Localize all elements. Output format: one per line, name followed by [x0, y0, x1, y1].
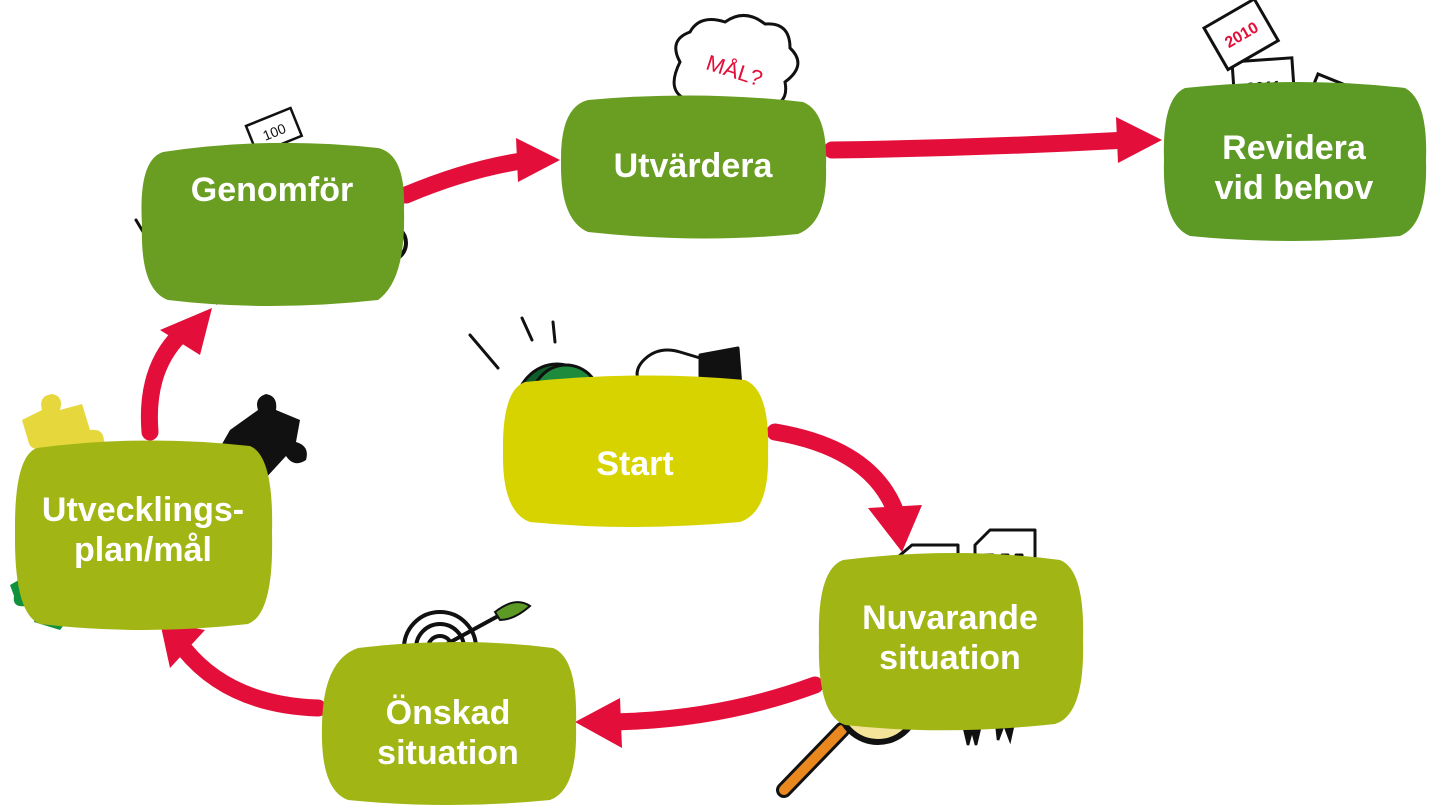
step-utveckling-line-1: Utvecklings-: [41, 491, 245, 529]
arrowhead-genomfor: [160, 308, 212, 355]
step-start: Start: [500, 372, 770, 528]
step-nuvarande: Nuvarande situation: [815, 550, 1085, 732]
arrow-utvardera-to-revidera: [823, 131, 1137, 159]
step-onskad-text: Önskad situation: [377, 693, 519, 773]
arrowhead-utveckling: [160, 622, 205, 668]
arrow-genomfor-to-utvardera: [397, 151, 537, 204]
step-utvardera: Utvärdera: [558, 92, 828, 240]
step-start-label: Start: [596, 445, 674, 483]
step-onskad-shape: [321, 642, 577, 805]
step-nuvarande-line-1: Nuvarande: [862, 599, 1038, 637]
step-onskad: Önskad situation: [318, 640, 578, 806]
step-onskad-line-1: Önskad: [385, 694, 511, 732]
arrow-start-to-nuvarande: [766, 423, 904, 519]
arrowhead-onskad: [575, 698, 622, 748]
step-revidera: Revidera vid behov: [1160, 80, 1428, 242]
step-revidera-text: Revidera vid behov: [1215, 128, 1374, 208]
step-utvardera-label: Utvärdera: [613, 147, 773, 185]
step-revidera-line-1: Revidera: [1222, 129, 1366, 167]
arrowhead-utvardera: [516, 138, 560, 182]
arrow-utveckling-to-genomfor: [140, 326, 189, 441]
step-utveckling-line-2: plan/mål: [74, 531, 212, 569]
step-revidera-line-2: vid behov: [1214, 169, 1374, 207]
step-utveckling-text: Utvecklings- plan/mål: [42, 490, 244, 570]
step-genomfor-label: Genomför: [190, 171, 354, 209]
step-onskad-line-2: situation: [377, 734, 519, 772]
arrow-onskad-to-utveckling: [176, 641, 327, 717]
arrow-nuvarande-to-onskad: [603, 676, 824, 731]
step-utveckling: Utvecklings- plan/mål: [12, 438, 274, 632]
step-genomfor-shape: [141, 142, 405, 306]
step-utvardera-shape: [560, 95, 827, 239]
step-nuvarande-line-2: situation: [879, 639, 1021, 677]
step-genomfor: Genomför: [138, 140, 406, 308]
arrowhead-nuvarande: [868, 505, 922, 552]
arrowhead-revidera: [1116, 117, 1162, 163]
step-nuvarande-text: Nuvarande situation: [815, 598, 1085, 678]
